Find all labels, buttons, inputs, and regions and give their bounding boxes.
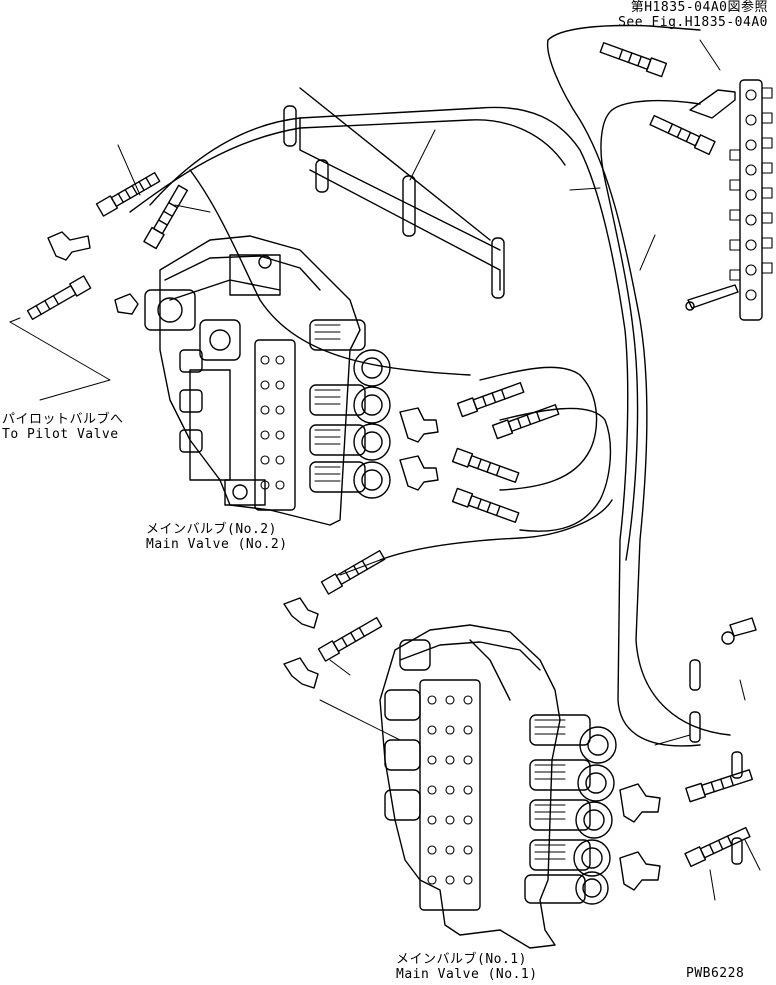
pilot-valve-en: To Pilot Valve <box>2 427 119 442</box>
ref-figure-label: 第H1835-04A0図参照 See Fig.H1835-04A0 <box>588 0 768 30</box>
pilot-manifold-block <box>686 80 772 320</box>
ref-figure-jp: 第H1835-04A0図参照 <box>630 0 768 15</box>
pilot-valve-jp: パイロットバルブへ <box>2 412 124 427</box>
main-valve-no1 <box>380 625 616 948</box>
main-valve-no2-jp: メインバルブ(No.2) <box>146 522 277 537</box>
pilot-valve-label: パイロットバルブへ To Pilot Valve <box>2 412 124 442</box>
ref-figure-en: See Fig.H1835-04A0 <box>618 15 768 30</box>
main-valve-no1-jp: メインバルブ(No.1) <box>396 952 527 967</box>
main-valve-no2-en: Main Valve (No.2) <box>146 537 288 552</box>
hose-clamps <box>284 106 742 864</box>
hose-lines <box>130 26 730 746</box>
elbow-adapters <box>48 232 756 890</box>
drawing-code: PWB6228 <box>686 966 745 981</box>
leader-lines <box>10 40 760 900</box>
main-valve-no1-label: メインバルブ(No.1) Main Valve (No.1) <box>396 952 538 982</box>
main-valve-no1-en: Main Valve (No.1) <box>396 967 538 982</box>
main-valve-no2-label: メインバルブ(No.2) Main Valve (No.2) <box>146 522 288 552</box>
main-valve-no2 <box>145 236 390 525</box>
hose-fittings <box>27 41 753 866</box>
